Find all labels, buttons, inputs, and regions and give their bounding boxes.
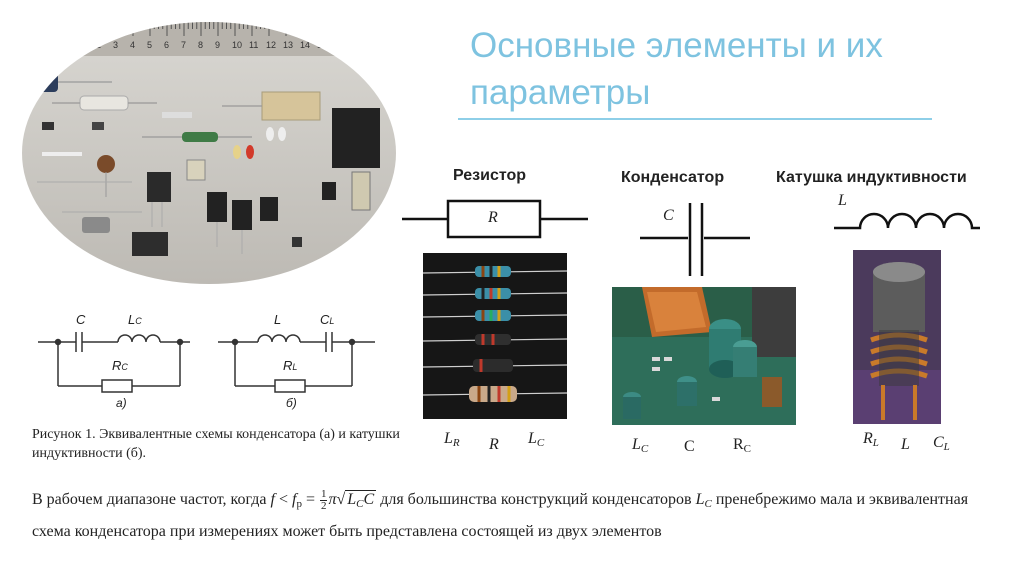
inductor-symbol-label: L	[838, 192, 847, 209]
ruler-number: 11	[249, 40, 258, 50]
capacitor-param-rc: RC	[733, 436, 752, 455]
resistor-symbol-label: R	[488, 209, 498, 226]
inductor-photo	[853, 250, 941, 424]
ruler-number: 7	[181, 40, 186, 50]
capacitor-param-c: C	[684, 438, 695, 455]
capacitor-param-lc: LC	[632, 436, 649, 455]
inductor-heading: Катушка индуктивности	[776, 169, 967, 186]
ruler-number: 5	[147, 40, 152, 50]
ruler-number: 12	[266, 40, 276, 50]
ruler-number: 10	[232, 40, 242, 50]
resistor-param-lc: LC	[528, 430, 545, 449]
circuit-a-c-label: C	[76, 312, 86, 327]
inductor-symbol: L	[832, 192, 982, 232]
ruler-number: 15	[317, 40, 327, 50]
resistor-photo	[423, 253, 567, 419]
circuit-b-l-label: L	[274, 312, 282, 327]
ruler-number: 9	[215, 40, 220, 50]
inductor-param-rl: RL	[863, 430, 879, 449]
resistor-param-r: R	[489, 436, 499, 453]
ruler-number: 1	[79, 40, 84, 50]
title-underline	[458, 118, 932, 120]
circuit-a-tag: а)	[116, 396, 127, 410]
resistor-symbol: R	[402, 198, 590, 240]
capacitor-heading: Конденсатор	[621, 169, 725, 186]
ruler-number: 3	[113, 40, 118, 50]
resistor-param-lr: LR	[444, 430, 460, 449]
circuit-a-l-label: LC	[128, 312, 142, 327]
ruler-number: 16	[334, 40, 344, 50]
inductor-param-l: L	[901, 436, 910, 453]
title-line-2: параметры	[470, 73, 651, 112]
figure-caption: Рисунок 1. Эквивалентные схемы конденсат…	[32, 427, 400, 461]
slide-title: Основные элементы и их параметры	[470, 22, 990, 116]
circuit-b-tag: б)	[286, 396, 297, 410]
capacitor-symbol-label: C	[663, 207, 674, 224]
title-line-1: Основные элементы и их	[470, 26, 883, 65]
ruler-number: 6	[164, 40, 169, 50]
ruler-number: 14	[300, 40, 310, 50]
ruler-number: 13	[283, 40, 293, 50]
circuit-b-c-label: CL	[320, 312, 335, 327]
ruler-number: 8	[198, 40, 203, 50]
inductor-param-cl: CL	[933, 434, 950, 453]
equivalent-circuits: C LC RC а) L CL RL б)	[30, 302, 400, 414]
body-paragraph: В рабочем диапазоне частот, когда f < fр…	[32, 487, 969, 540]
ruler-number: 4	[130, 40, 135, 50]
capacitor-symbol: C	[640, 198, 752, 278]
resistor-heading: Резистор	[453, 167, 527, 184]
ruler-number: 2	[96, 40, 101, 50]
circuit-a-r-label: RC	[112, 358, 128, 373]
circuit-b-r-label: RL	[283, 358, 298, 373]
capacitor-photo	[612, 287, 796, 425]
